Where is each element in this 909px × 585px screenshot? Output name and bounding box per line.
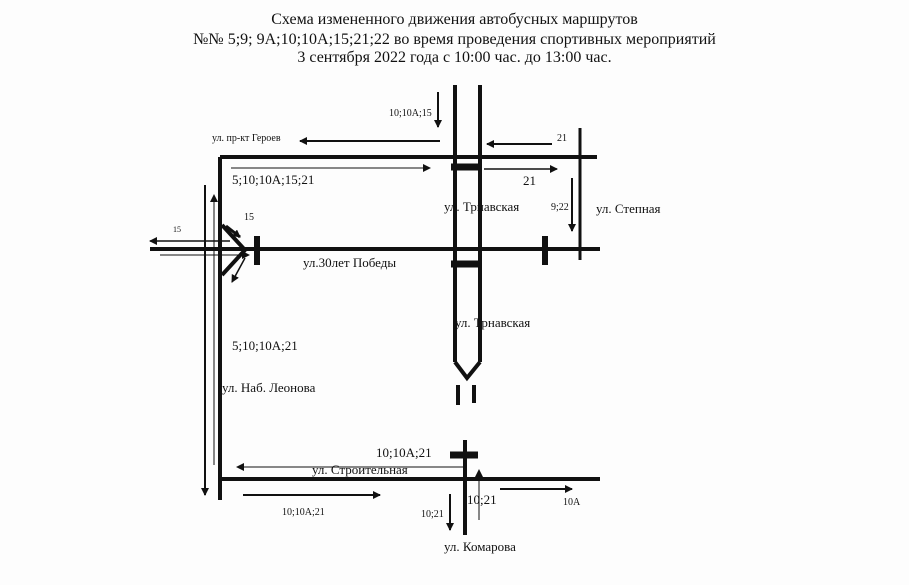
street-label-komarova: ул. Комарова bbox=[444, 539, 516, 554]
route-label: 10;21 bbox=[421, 509, 444, 520]
street-label-stroitelnaya: ул. Строительная bbox=[312, 462, 408, 477]
route-label: 21 bbox=[523, 173, 536, 188]
title-line-1: Схема измененного движения автобусных ма… bbox=[271, 11, 638, 28]
route-label: 10;10А;21 bbox=[282, 507, 325, 518]
route-label: 5;10;10А;21 bbox=[232, 338, 298, 353]
route-label: 21 bbox=[557, 133, 567, 144]
street-label-trnavskaya: ул. Трнавская bbox=[455, 315, 531, 330]
route-label: 10;10А;21 bbox=[376, 445, 432, 460]
arrow-15-diag bbox=[225, 224, 241, 239]
route-label: 15 bbox=[244, 212, 254, 223]
road-trnavskaya-taper bbox=[453, 360, 482, 382]
street-label-pobedy: ул.30лет Победы bbox=[303, 255, 397, 270]
title-line-3: 3 сентября 2022 года с 10:00 час. до 13:… bbox=[297, 49, 612, 66]
road-chevron bbox=[220, 223, 248, 277]
arrow-diag-down bbox=[231, 257, 246, 283]
street-label-leonova: ул. Наб. Леонова bbox=[222, 380, 316, 395]
title-line-2: №№ 5;9; 9А;10;10А;15;21;22 во время пров… bbox=[193, 31, 716, 48]
route-label: 10;21 bbox=[467, 492, 497, 507]
street-label-trnavskaya: ул. Трнавская bbox=[444, 199, 520, 214]
route-label: 10;10А;15 bbox=[389, 108, 432, 119]
route-label: 15 bbox=[173, 225, 181, 234]
route-label: 9;22 bbox=[551, 202, 569, 213]
route-label: 5;10;10А;15;21 bbox=[232, 172, 315, 187]
street-label-geroev: ул. пр-кт Героев bbox=[212, 133, 281, 144]
route-label: 10А bbox=[563, 497, 581, 508]
street-label-stepnaya: ул. Степная bbox=[596, 201, 661, 216]
